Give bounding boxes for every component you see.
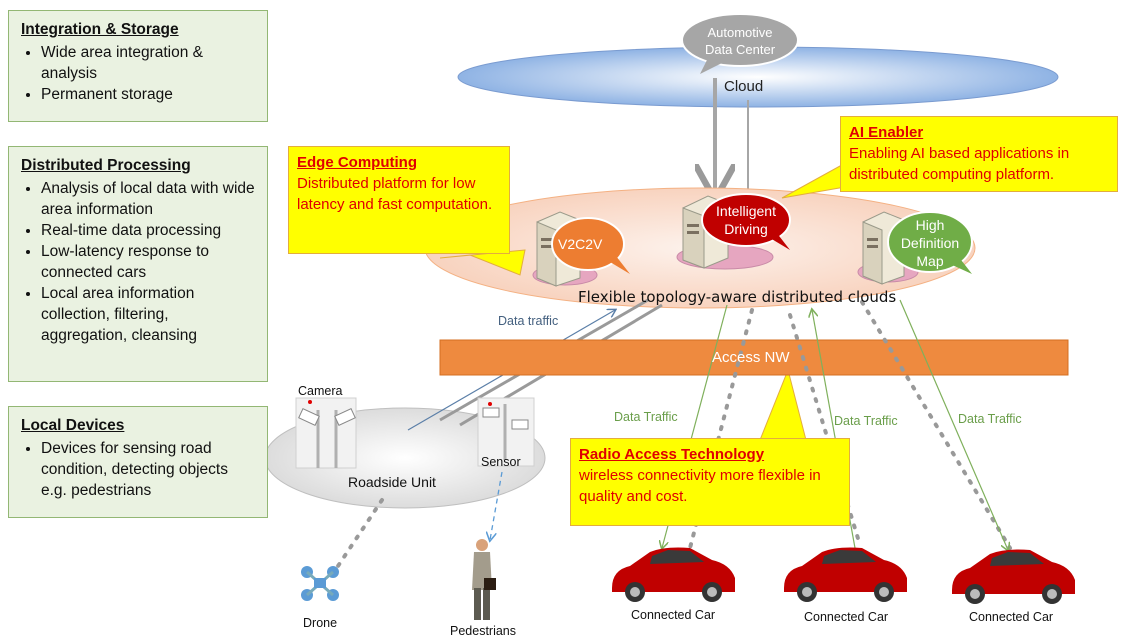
data-traffic-label: Data Traffic — [958, 412, 1022, 426]
edge-computing-callout: Edge Computing Distributed platform for … — [288, 146, 510, 254]
box-item: Local area information collection, filte… — [41, 283, 257, 346]
hd-map-label: High Definition Map — [900, 217, 960, 269]
box-title: Distributed Processing — [21, 157, 191, 174]
access-nw-bar — [439, 339, 1069, 376]
roadside-unit-label: Roadside Unit — [348, 474, 436, 490]
callout-title: Radio Access Technology — [579, 446, 765, 463]
box-item: Wide area integration & analysis — [41, 42, 257, 84]
integration-storage-box: Integration & Storage Wide area integrat… — [8, 10, 268, 122]
callout-body: Distributed platform for low latency and… — [297, 175, 493, 213]
box-item: Real-time data processing — [41, 220, 257, 241]
ai-enabler-callout: AI Enabler Enabling AI based application… — [840, 116, 1118, 192]
box-item: Analysis of local data with wide area in… — [41, 178, 257, 220]
connected-car-label: Connected Car — [969, 610, 1054, 624]
pedestrian-link — [490, 471, 503, 540]
data-traffic-label: Data Traffic — [614, 410, 678, 424]
access-nw-label: Access NW — [712, 349, 790, 366]
callout-title: AI Enabler — [849, 124, 924, 141]
car3-traffic — [899, 299, 1008, 550]
connected-car-label: Connected Car — [631, 608, 716, 622]
box-item: Permanent storage — [41, 84, 257, 105]
intelligent-bubble — [701, 193, 791, 250]
drone-label: Drone — [303, 616, 338, 630]
v2c2v-bubble — [551, 217, 630, 274]
connected-car-label: Connected Car — [804, 610, 889, 624]
radio-access-callout: Radio Access Technology wireless connect… — [570, 438, 850, 526]
distributed-clouds-label: Flexible topology-aware distributed clou… — [578, 288, 897, 306]
sensor-icon — [477, 397, 535, 467]
data-traffic-label: Data traffic — [498, 314, 559, 328]
box-item: Devices for sensing road condition, dete… — [41, 438, 257, 501]
car3-dotted — [860, 300, 1012, 550]
v2c2v-label: V2C2V — [558, 236, 603, 252]
car-icon-2 — [784, 547, 907, 602]
car-icon-1 — [612, 547, 735, 602]
camera-icon — [295, 397, 357, 469]
distributed-processing-box: Distributed Processing Analysis of local… — [8, 146, 268, 382]
cloud-label: Cloud — [724, 78, 764, 95]
box-title: Local Devices — [21, 417, 125, 434]
datacenter-label: Automotive Data Center — [704, 25, 776, 57]
drone-dotted-link — [328, 498, 384, 580]
car-icon-3 — [952, 549, 1075, 604]
pedestrian-icon — [472, 539, 496, 620]
callout-body: wireless connectivity more flexible in q… — [579, 467, 821, 505]
local-devices-box: Local Devices Devices for sensing road c… — [8, 406, 268, 518]
callout-title: Edge Computing — [297, 154, 417, 171]
box-title: Integration & Storage — [21, 21, 179, 38]
hdmap-bubble — [887, 211, 973, 274]
box-item: Low-latency response to connected cars — [41, 241, 257, 283]
data-traffic-label: Data Traffic — [834, 414, 898, 428]
callout-body: Enabling AI based applications in distri… — [849, 145, 1070, 183]
car1-dotted — [688, 308, 754, 550]
drone-icon — [301, 566, 339, 601]
datacenter-bubble — [681, 13, 799, 74]
edge-callout-pointer — [439, 249, 526, 276]
camera-label: Camera — [298, 384, 343, 398]
intelligent-driving-label: Intelligent Driving — [716, 203, 776, 237]
radio-callout-pointer — [759, 368, 807, 441]
sensor-label: Sensor — [481, 455, 521, 469]
pedestrians-label: Pedestrians — [450, 624, 517, 638]
